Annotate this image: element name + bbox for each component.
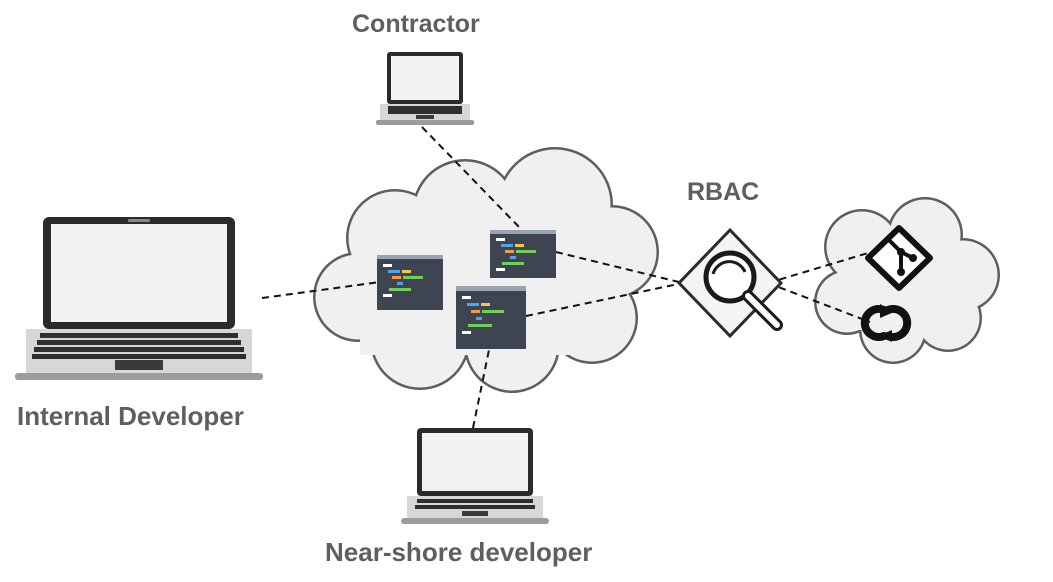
git-icon (865, 225, 933, 291)
code-window-icon (490, 230, 556, 278)
connector-rbac-git (767, 252, 869, 284)
nearshore-developer-label: Near-shore developer (325, 537, 593, 567)
internal-developer-label: Internal Developer (17, 401, 244, 431)
magnifier-icon (676, 227, 784, 339)
connector-internal (261, 281, 381, 299)
laptop-icon (401, 428, 549, 524)
rbac-label: RBAC (687, 178, 760, 206)
laptop-icon (376, 52, 474, 125)
connector-code-rbac-1 (555, 251, 684, 284)
connector-nearshore (472, 344, 491, 429)
connector-code-rbac-2 (525, 282, 684, 317)
dev-cloud-icon (313, 147, 659, 393)
sync-icon (860, 304, 912, 342)
target-cloud-icon (814, 197, 1000, 364)
code-window-icon (377, 255, 443, 310)
laptop-icon (15, 217, 263, 380)
code-window-icon (456, 286, 526, 349)
contractor-label: Contractor (352, 10, 480, 38)
connector-rbac-sync (767, 282, 871, 323)
